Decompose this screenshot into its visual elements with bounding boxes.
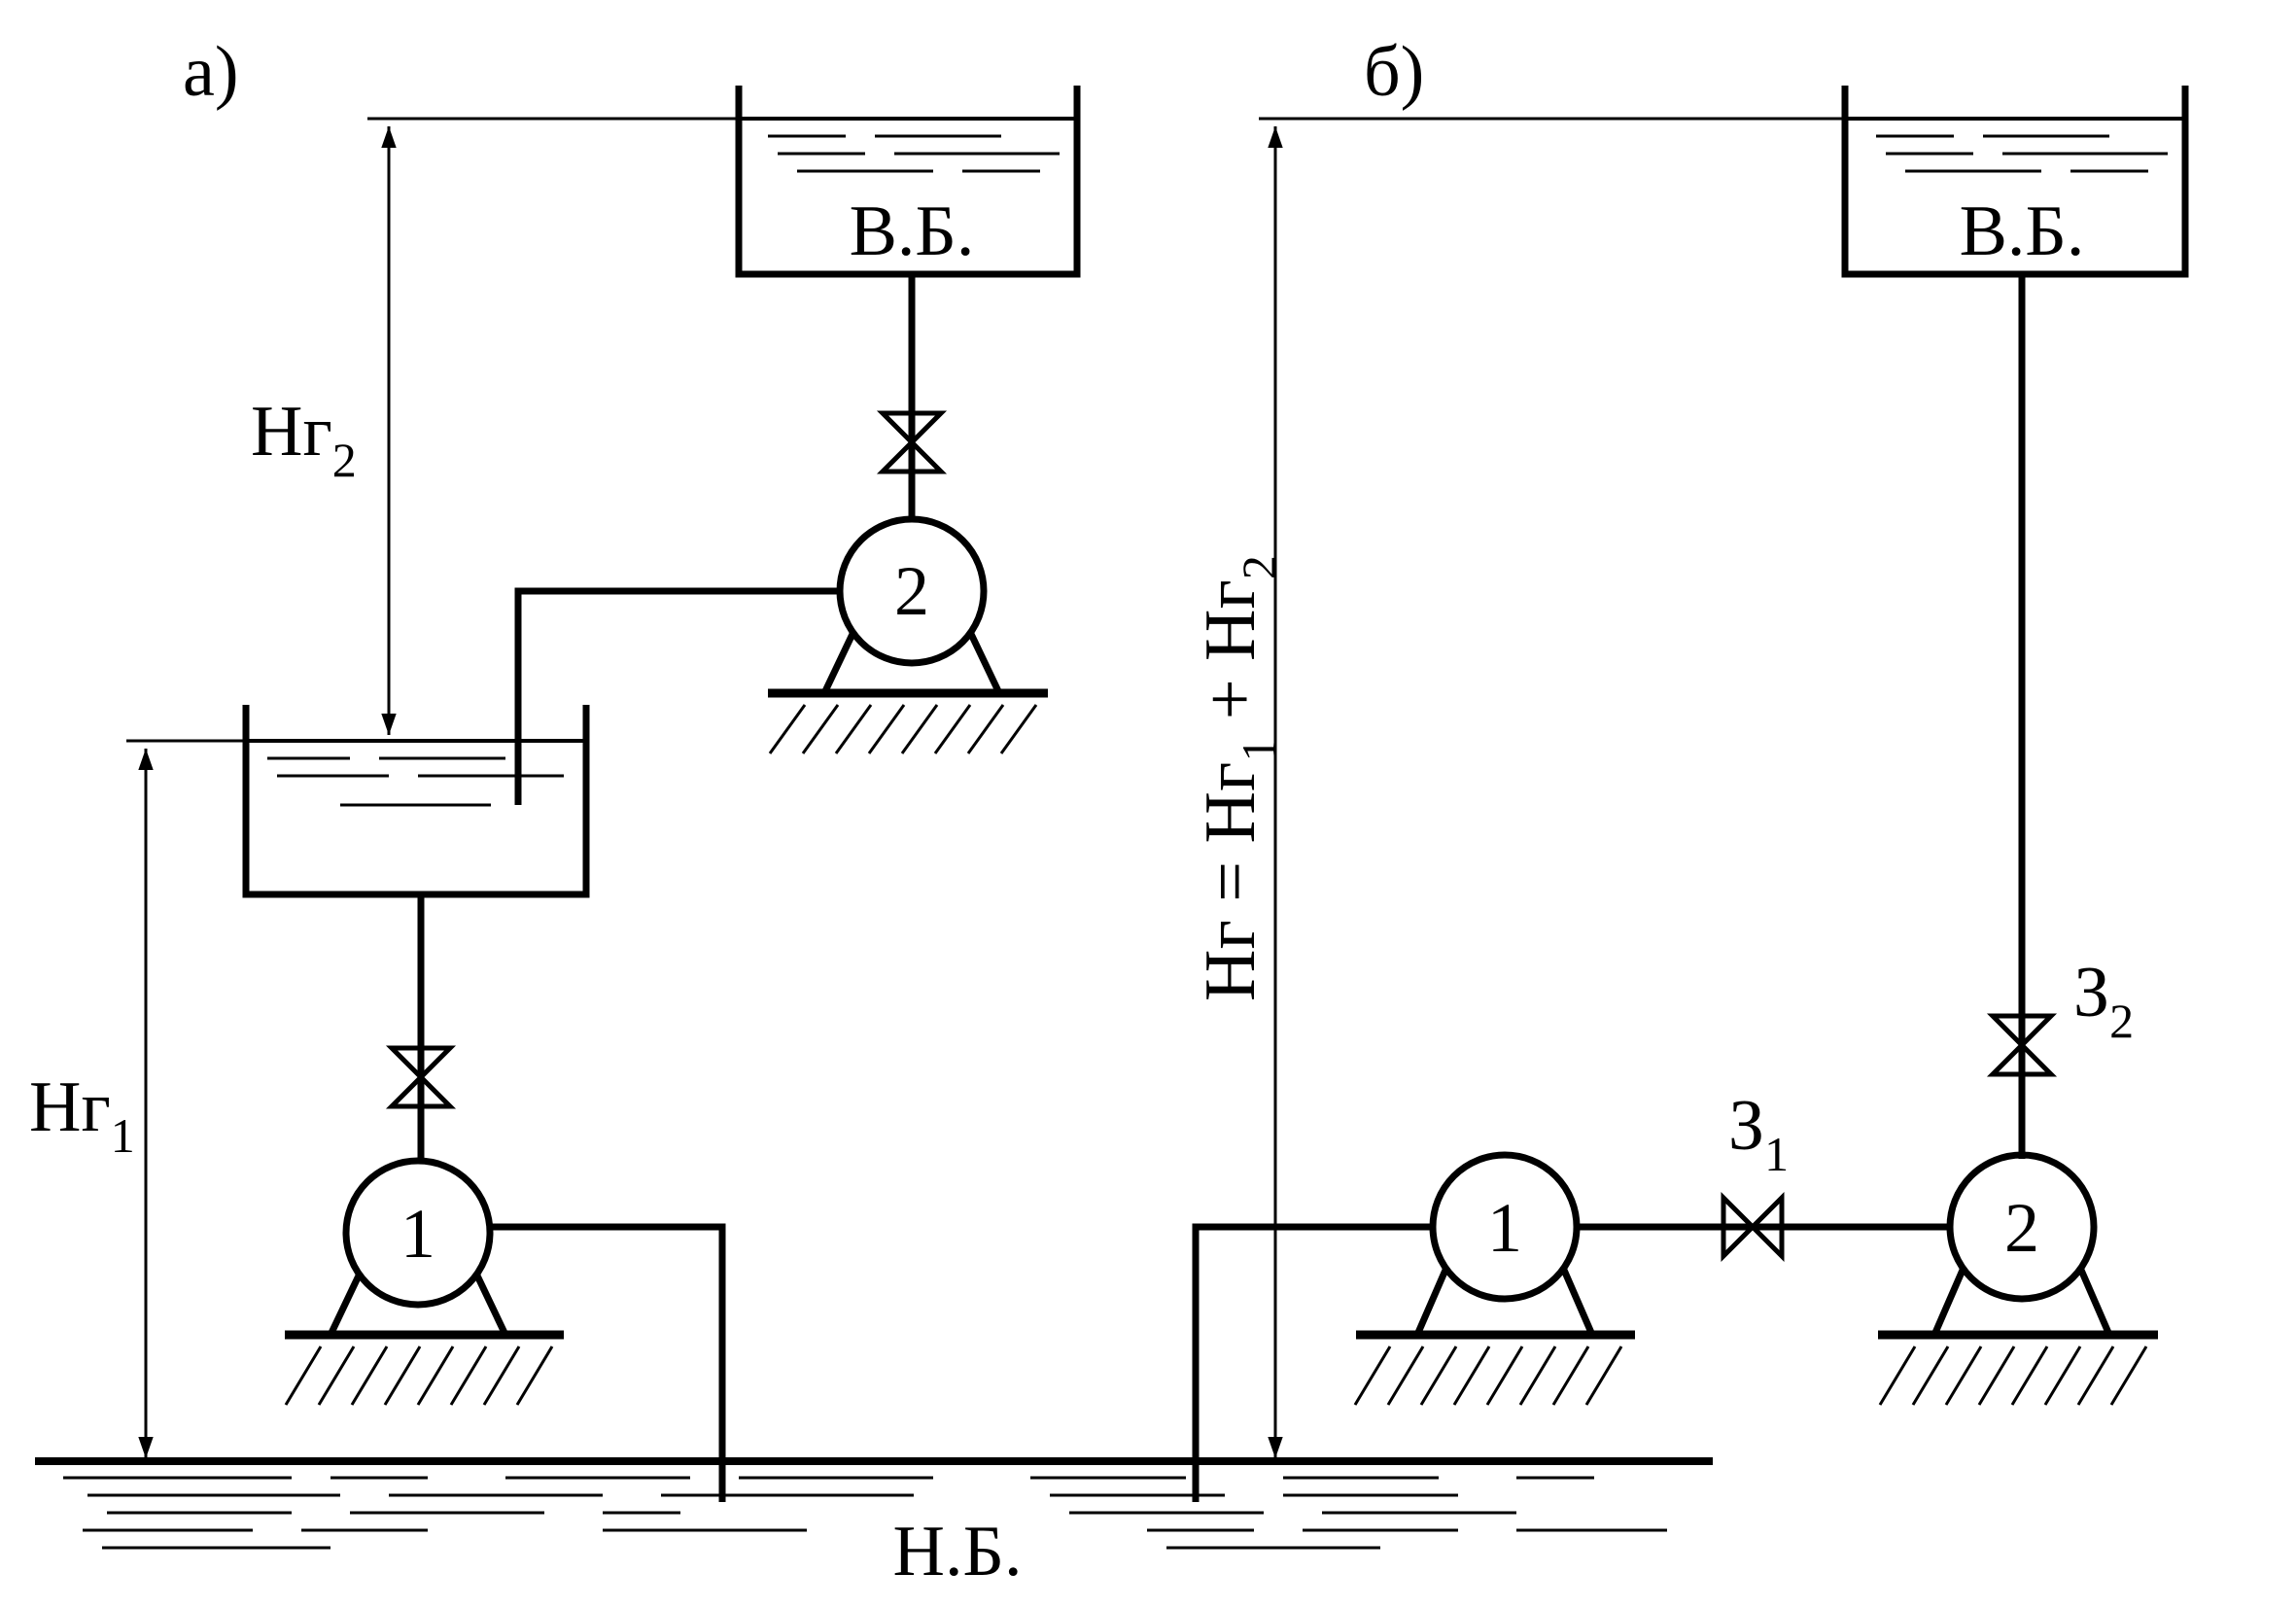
- upper-tank-a: [735, 86, 1081, 278]
- valve-b-1: [1721, 1191, 1785, 1263]
- panel-a: а) В.Б. 2: [29, 32, 1081, 1502]
- lower-basin: [35, 1457, 1713, 1550]
- pump-b-2-number: 2: [2004, 1189, 2039, 1267]
- pump-b-1-number: 1: [1487, 1189, 1522, 1267]
- total-head-label-b: Нг = Нг1 + Нг2: [1191, 555, 1286, 1001]
- upper-tank-b-label: В.Б.: [1960, 192, 2085, 271]
- upper-tank-a-label: В.Б.: [850, 192, 975, 271]
- panel-b: б) В.Б. З2 2: [1191, 32, 2189, 1502]
- head1-label-a: Нг1: [29, 1067, 135, 1163]
- pipe-a-pump1-suction: [490, 1223, 726, 1502]
- valve-b-2-label: З2: [2073, 953, 2134, 1048]
- head2-label-a: Нг2: [251, 392, 357, 487]
- pipe-b-pump1-suction: [1192, 1223, 1433, 1502]
- pump-a-1-number: 1: [400, 1195, 435, 1273]
- pump-a-1: [284, 1157, 564, 1406]
- valve-b-2: [1986, 1013, 2058, 1077]
- lower-basin-label: Н.Б.: [893, 1512, 1023, 1591]
- valve-a-lower: [385, 1045, 457, 1109]
- intermediate-tank-a: [242, 705, 590, 898]
- valve-b-1-label: З1: [1728, 1086, 1789, 1181]
- panel-b-label: б): [1364, 32, 1424, 112]
- upper-tank-b: [1841, 86, 2189, 278]
- panel-a-label: а): [183, 32, 239, 112]
- pump-a-2-number: 2: [894, 552, 929, 630]
- valve-a-upper: [876, 410, 948, 474]
- pipe-a-pump2-suction: [514, 587, 840, 805]
